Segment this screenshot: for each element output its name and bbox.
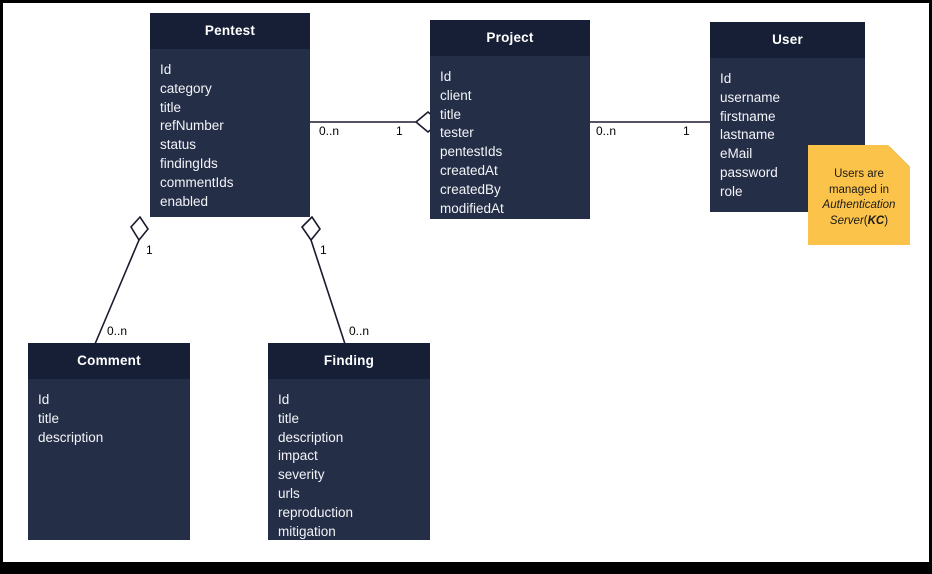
aggregation-diamond-pentest-comment [130,215,149,242]
class-box-comment[interactable]: Comment Id title description [28,343,190,540]
attribute-row: refNumber [160,118,224,134]
multiplicity-pentest-finding-source: 1 [320,243,327,257]
frame-left-border [0,0,3,562]
note-line-4-server: Server [829,214,864,227]
multiplicity-pentest-project-source: 0..n [319,124,340,138]
multiplicity-project-user-target: 1 [683,124,690,138]
attribute-row: title [278,410,300,426]
note-kc-abbrev: KC [867,214,885,227]
multiplicity-pentest-comment-source: 1 [146,243,153,257]
attribute-row: firstname [720,108,776,124]
class-attributes-user: Id username firstname lastname eMail pas… [710,58,865,202]
frame-bottom-border [0,562,932,574]
attribute-row: urls [278,485,300,501]
sticky-note-users[interactable]: Users are managed in Authentication Serv… [808,145,910,245]
class-title-pentest: Pentest [150,13,310,49]
note-line-1: Users are [834,168,884,180]
frame-top-border [0,0,932,3]
attribute-row: title [440,106,462,122]
attribute-row: Id [720,71,732,86]
attribute-row: Id [440,69,452,84]
class-title-project: Project [430,20,590,56]
note-line-4: Server(KC) [814,214,904,230]
class-box-pentest[interactable]: Pentest Id category title refNumber stat… [150,13,310,217]
aggregation-diamond-pentest-finding [300,215,321,242]
attribute-row: pentestIds [440,144,503,160]
attribute-row: category [160,80,212,96]
class-box-finding[interactable]: Finding Id title description impact seve… [268,343,430,540]
multiplicity-project-user-source: 0..n [596,124,617,138]
note-paren-close: ) [884,214,889,227]
attribute-row: mitigation [278,523,336,539]
note-line-2: managed in [828,183,890,196]
multiplicity-pentest-finding-target: 0..n [349,324,370,338]
class-attributes-finding: Id title description impact severity url… [268,379,430,540]
attribute-row: commentIds [160,174,234,190]
multiplicity-pentest-project-target: 1 [396,124,403,138]
class-title-user: User [710,22,865,58]
attribute-row: severity [278,467,325,483]
attribute-row: Id [278,392,290,407]
attribute-row: title [160,99,182,115]
attribute-row: status [160,137,197,153]
note-paren-open: ( [863,214,868,227]
note-text: Users are managed in Authentication Serv… [808,167,910,229]
association-line-pentest-finding [310,239,346,345]
note-folded-corner-icon [888,145,910,167]
attribute-row: findingIds [160,155,218,171]
frame-right-border [929,0,932,562]
attribute-row: Id [160,62,172,77]
attribute-row: title [38,410,60,426]
attribute-row: username [720,89,781,105]
attribute-row: createdBy [440,181,501,197]
attribute-row: description [278,429,344,445]
class-title-finding: Finding [268,343,430,379]
attribute-row: eMail [720,146,753,162]
multiplicity-pentest-comment-target: 0..n [107,324,128,338]
attribute-row: reproduction [278,504,354,520]
attribute-row: impact [278,448,318,464]
attribute-row: description [38,429,104,445]
attribute-row: lastname [720,127,775,143]
class-title-comment: Comment [28,343,190,379]
class-attributes-pentest: Id category title refNumber status findi… [150,49,310,211]
class-box-project[interactable]: Project Id client title tester pentestId… [430,20,590,219]
attribute-row: role [720,183,743,199]
attribute-row: Id [38,392,50,407]
attribute-row: tester [440,125,474,141]
class-attributes-project: Id client title tester pentestIds create… [430,56,590,218]
attribute-row: password [720,164,778,180]
class-box-user[interactable]: User Id username firstname lastname eMai… [710,22,865,212]
attribute-row: client [440,87,472,103]
note-line-3: Authentication [822,199,896,211]
attribute-row: modifiedAt [440,200,504,216]
class-attributes-comment: Id title description [28,379,190,447]
attribute-row: enabled [160,193,209,209]
attribute-row: createdAt [440,162,498,178]
